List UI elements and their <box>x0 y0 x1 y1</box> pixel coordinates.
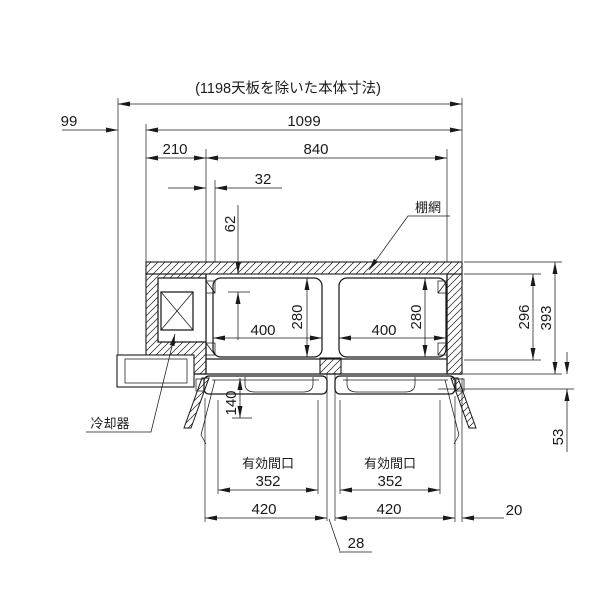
left-protrusion-box <box>116 354 195 388</box>
extension-lines <box>117 98 574 522</box>
dim-center-gap-28: 28 <box>348 535 365 552</box>
dim-rail-offset-32: 32 <box>255 171 272 188</box>
cabinet-body <box>116 261 463 388</box>
cooler-symbol <box>160 291 194 331</box>
right-wall-hatch <box>446 273 463 375</box>
center-gap-leader <box>328 518 372 553</box>
label-shelf-net: 棚網 <box>415 200 441 215</box>
center-mullion-hatch <box>319 357 342 375</box>
dim-shelf-width-left: 400 <box>250 322 275 339</box>
machine-space-inset <box>158 278 206 342</box>
dim-effective-opening-left: 352 <box>255 473 280 490</box>
dim-front-53: 53 <box>550 429 567 446</box>
dim-door-width-right: 420 <box>376 501 401 518</box>
right-door-swing-mark <box>444 377 477 445</box>
dim-shelf-offset-62: 62 <box>222 216 239 233</box>
left-door <box>195 375 328 395</box>
dim-inner-width: 840 <box>303 141 328 158</box>
shelf-net-leader <box>368 215 450 271</box>
left-door-swing-mark <box>183 377 216 445</box>
left-door-handle-recess <box>244 377 314 393</box>
right-door-handle-recess <box>346 377 416 393</box>
dim-shelf-width-right: 400 <box>371 322 396 339</box>
dim-shelf-depth-right: 280 <box>408 304 425 329</box>
label-cooler: 冷却器 <box>90 416 129 431</box>
dim-left-offset: 99 <box>61 113 78 130</box>
right-compartment-interior <box>338 277 447 358</box>
dimension-lines <box>62 101 570 521</box>
dim-body-width: 1099 <box>287 113 320 130</box>
dim-right-gap-20: 20 <box>506 502 523 519</box>
dim-door-open-140: 140 <box>223 390 240 415</box>
right-door <box>334 375 465 395</box>
dim-door-width-left: 420 <box>251 501 276 518</box>
label-effective-opening-right: 有効間口 <box>364 456 416 471</box>
cooler-leader <box>86 333 176 433</box>
dim-machine-width: 210 <box>162 141 187 158</box>
dim-body-depth-393: 393 <box>538 305 555 330</box>
dimension-texts: (1198天板を除いた本体寸法) 99 1099 210 840 32 62 棚… <box>61 79 567 552</box>
label-effective-opening-left: 有効間口 <box>242 456 294 471</box>
dim-inner-depth-296: 296 <box>516 304 533 329</box>
dim-shelf-depth-left: 280 <box>289 304 306 329</box>
machine-space-inset-border <box>157 277 206 343</box>
left-compartment-interior <box>212 277 323 358</box>
top-wall-hatch <box>145 261 463 275</box>
drawing-title-note: (1198天板を除いた本体寸法) <box>195 79 381 97</box>
dim-effective-opening-right: 352 <box>377 473 402 490</box>
hinge-brackets <box>205 280 448 356</box>
